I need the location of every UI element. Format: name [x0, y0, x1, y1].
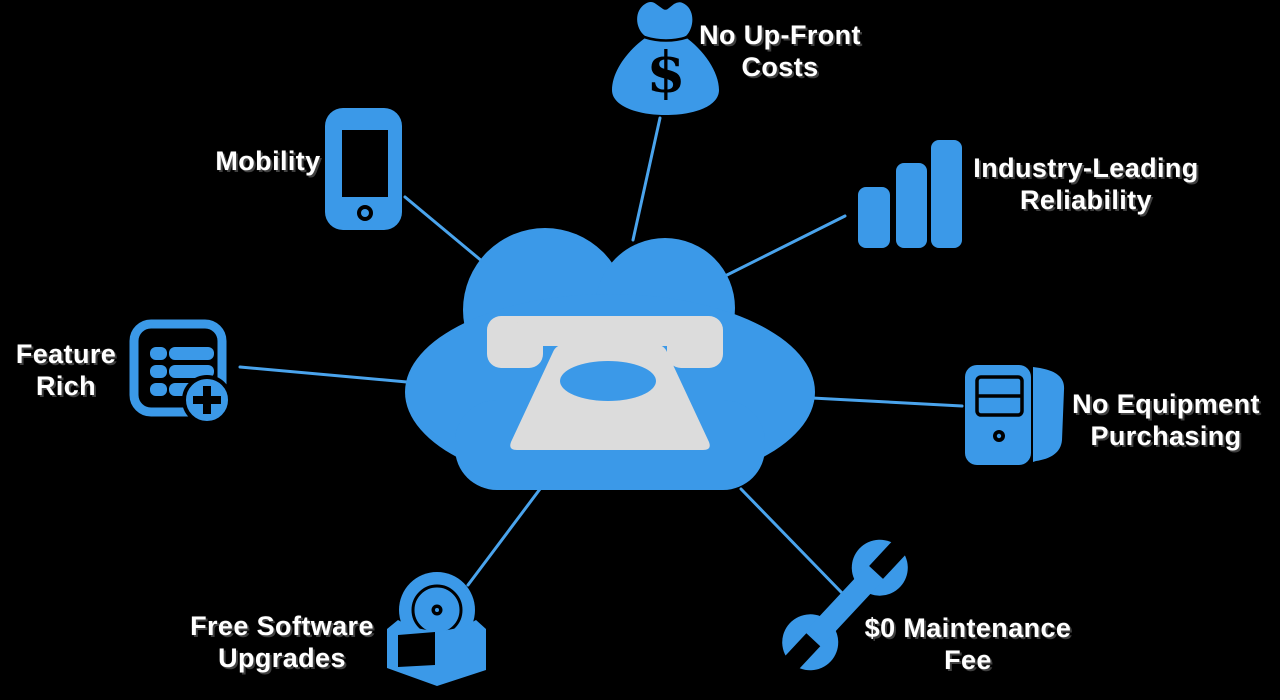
- label-industry-leading-reliability: Industry-Leading Reliability: [961, 152, 1211, 216]
- feature-list-icon: [129, 319, 232, 425]
- dollar-symbol: $: [647, 40, 686, 106]
- label-mobility: Mobility: [168, 145, 368, 177]
- money-bag-icon: $: [612, 2, 719, 115]
- connector-lines: [238, 116, 964, 596]
- bar-chart-icon: [858, 140, 962, 248]
- label-line: Mobility: [215, 146, 321, 176]
- label-line: $0 Maintenance: [864, 613, 1072, 643]
- label-line: Feature: [15, 339, 117, 369]
- label-line: Free Software: [190, 611, 374, 641]
- label-line: Reliability: [1020, 185, 1152, 215]
- label-line: No Up-Front: [699, 20, 861, 50]
- label-no-up-front-costs: No Up-Front Costs: [655, 19, 905, 83]
- label-line: Upgrades: [218, 643, 346, 673]
- label-line: Industry-Leading: [973, 153, 1199, 183]
- label-line: No Equipment: [1072, 389, 1260, 419]
- smartphone-icon: [325, 108, 402, 230]
- label-no-equipment-purchasing: No Equipment Purchasing: [1042, 388, 1280, 452]
- line-to-money-bag: [631, 116, 662, 242]
- wrench-icon: [774, 532, 915, 680]
- label-free-software-upgrades: Free Software Upgrades: [157, 610, 407, 674]
- server-tower-icon: [965, 365, 1065, 465]
- label-line: Purchasing: [1090, 421, 1242, 451]
- label-line: Fee: [944, 645, 992, 675]
- label-line: Costs: [741, 52, 819, 82]
- line-to-feature-list: [238, 365, 409, 384]
- label-feature-rich: Feature Rich: [0, 338, 132, 402]
- line-to-smartphone: [403, 195, 485, 264]
- line-to-wrench: [739, 487, 845, 596]
- label-zero-maintenance-fee: $0 Maintenance Fee: [843, 612, 1093, 676]
- software-box-icon: [387, 572, 486, 686]
- plus-icon: [193, 386, 221, 414]
- label-line: Rich: [35, 371, 97, 401]
- line-to-server: [810, 396, 964, 408]
- cloud-phone-icon: [405, 228, 815, 490]
- line-to-bar-chart: [721, 214, 847, 279]
- phone-dial: [560, 361, 656, 401]
- line-to-software-box: [466, 487, 542, 587]
